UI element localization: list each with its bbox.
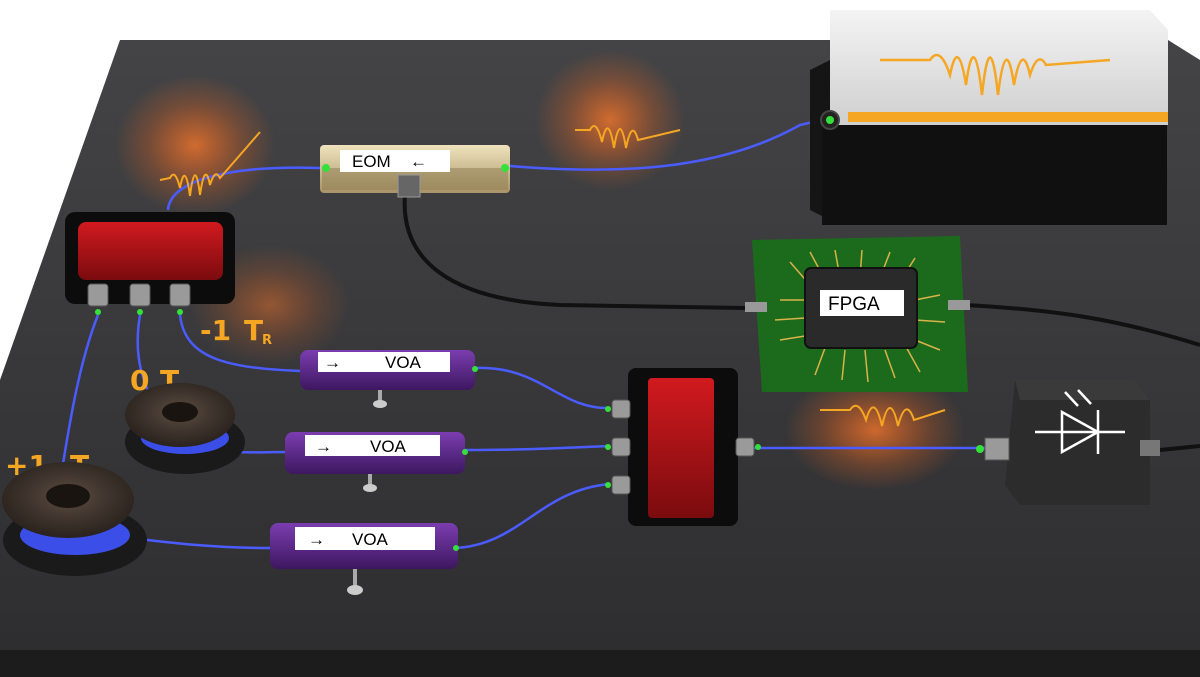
pulse-glow — [785, 370, 965, 490]
pulse-glow — [115, 75, 275, 215]
pulse-waveform — [820, 404, 946, 427]
eom-arrow: ← — [410, 152, 427, 171]
pulse-waveform — [575, 125, 681, 149]
pulse-glow — [535, 50, 685, 190]
fpga-board: FPGA — [745, 236, 970, 392]
voa-bottom: → VOA — [270, 523, 459, 595]
electrical-cables — [402, 194, 1200, 452]
voa-label: VOA — [370, 437, 407, 456]
voa-arrow: → — [315, 437, 332, 456]
voa-label: VOA — [385, 353, 422, 372]
delay-unit: T — [244, 314, 263, 347]
voa-top: → VOA — [300, 350, 478, 408]
fiber-spool-plus1 — [2, 462, 147, 576]
eom-modulator: EOM ← — [320, 145, 510, 198]
photodiode-icon — [1035, 389, 1125, 455]
delay-label-minus1: -1 T R — [200, 314, 272, 348]
fiber-spool-zero — [125, 383, 245, 474]
delay-value: 0 — [130, 364, 149, 397]
fiber-splitter-1x3 — [65, 212, 235, 315]
voa-arrow: → — [324, 353, 341, 372]
voa-label: VOA — [352, 530, 389, 549]
pulse-waveform — [880, 53, 1111, 96]
delay-value: -1 — [200, 314, 231, 347]
fpga-label: FPGA — [828, 294, 880, 315]
delay-unit-sub: R — [262, 333, 272, 348]
voa-middle: → VOA — [285, 432, 468, 492]
laser-source — [810, 10, 1168, 225]
table-edge — [0, 650, 1200, 677]
pulse-waveform — [159, 131, 261, 197]
fiber-combiner-3x1 — [605, 368, 761, 526]
eom-label: EOM — [352, 152, 391, 171]
voa-arrow: → — [308, 530, 325, 549]
photodetector — [976, 380, 1160, 505]
